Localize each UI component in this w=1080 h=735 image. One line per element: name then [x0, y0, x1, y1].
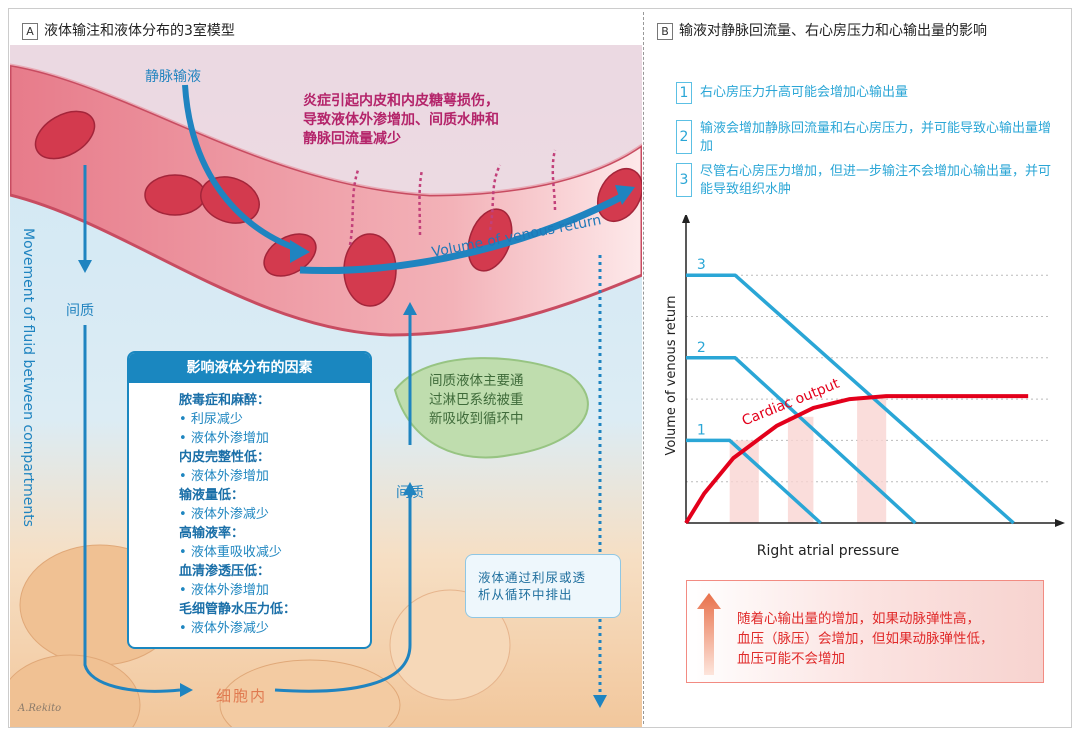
interstitium-label-right: 间质 [396, 485, 424, 501]
factors-title: 影响液体分布的因素 [129, 353, 370, 383]
factor-bullet: • 液体重吸收减少 [179, 545, 282, 560]
step-text: 尽管右心房压力增加，但进一步输注不会增加心输出量，并可能导致组织水肿 [700, 164, 1052, 197]
artist-signature: A.Rekito [18, 703, 62, 714]
factor-bullet-text: 液体外渗增加 [190, 431, 269, 446]
step-1: 1 右心房压力升高可能会增加心输出量 [676, 82, 1056, 104]
factor-bullet-text: 液体外渗减少 [190, 507, 269, 522]
factor-bullet: • 液体外渗增加 [179, 431, 269, 446]
factor-bullet-text: 液体外渗减少 [190, 621, 269, 636]
x-axis-arrow-icon [1055, 519, 1065, 527]
factor-heading: 脓毒症和麻醉： [179, 393, 271, 408]
venous-return-curve-2 [686, 356, 917, 525]
factor-bullet-text: 液体外渗增加 [190, 583, 269, 598]
step-text: 右心房压力升高可能会增加心输出量 [700, 85, 909, 100]
inflammation-text: 炎症引起内皮和内皮糖萼损伤， 导致液体外渗增加、间质水肿和 静脉回流量减少 [303, 92, 499, 149]
factor-bullet: • 液体外渗减少 [179, 621, 269, 636]
leakage-arrows [348, 149, 557, 246]
step-number: 3 [676, 163, 692, 197]
lymphatic-vessel [393, 357, 589, 459]
venous-return-curve-3 [686, 273, 1015, 525]
panel-b-title: B 输液对静脉回流量、右心房压力和心输出量的影响 [657, 20, 987, 40]
y-axis-arrow-icon [682, 215, 690, 223]
flow-arrows [83, 84, 627, 695]
excretion-line: 液体通过利尿或透 [478, 570, 587, 585]
factor-bullet: • 利尿减少 [179, 412, 243, 427]
panel-a-letter: A [22, 22, 38, 40]
inflammation-line: 炎症引起内皮和内皮糖萼损伤， [303, 93, 499, 109]
factor-bullet: • 液体外渗增加 [179, 469, 269, 484]
note-line: 随着心输出量的增加，如果动脉弹性高， [737, 611, 980, 627]
arrowheads [78, 185, 635, 708]
lymph-line: 间质液体主要通 [429, 373, 524, 389]
blood-pressure-note: 随着心输出量的增加，如果动脉弹性高， 血压（脉压）会增加，但如果动脉弹性低， 血… [686, 580, 1044, 683]
lymph-line: 新吸收到循环中 [429, 411, 524, 427]
factor-bullet-text: 液体重吸收减少 [190, 545, 282, 560]
curve-label-2: 2 [697, 340, 706, 356]
factor-bullet: • 液体外渗减少 [179, 507, 269, 522]
panel-divider [643, 12, 644, 724]
red-blood-cells [34, 110, 642, 307]
factor-heading: 高输液率： [179, 526, 245, 541]
intracellular-label: 细胞内 [216, 687, 268, 705]
intersection-shade [857, 396, 887, 523]
curve-label-1: 1 [697, 422, 706, 438]
cell [10, 654, 141, 727]
excretion-line: 析从循环中排出 [478, 587, 573, 602]
factor-heading: 内皮完整性低： [179, 450, 271, 465]
x-axis-label: Right atrial pressure [757, 543, 899, 559]
note-line: 血压可能不会增加 [737, 651, 845, 667]
lymph-text: 间质液体主要通 过淋巴系统被重 新吸收到循环中 [429, 372, 524, 429]
panel-b-title-text: 输液对静脉回流量、右心房压力和心输出量的影响 [679, 23, 987, 39]
note-line: 血压（脉压）会增加，但如果动脉弹性低， [737, 631, 994, 647]
lymph-line: 过淋巴系统被重 [429, 392, 524, 408]
venous-return-curve-1 [686, 438, 822, 525]
inflammation-line: 导致液体外渗增加、间质水肿和 [303, 112, 499, 128]
panel-b-letter: B [657, 22, 673, 40]
panel-a-title-text: 液体输注和液体分布的3室模型 [44, 23, 235, 39]
cell [219, 659, 401, 727]
iv-infusion-label: 静脉输液 [145, 69, 201, 85]
interstitium-label-left: 间质 [66, 303, 94, 319]
cardiac-output-curve [684, 394, 1029, 525]
factor-heading: 毛细管静水压力低： [179, 602, 297, 617]
inflamed-tissue [10, 45, 642, 195]
panel-a-title: A 液体输注和液体分布的3室模型 [22, 20, 235, 40]
factors-box: 影响液体分布的因素 脓毒症和麻醉： • 利尿减少 • 液体外渗增加 内皮完整性低… [127, 351, 372, 649]
step-number: 1 [676, 82, 692, 104]
factor-heading: 输液量低： [179, 488, 245, 503]
step-text: 输液会增加静脉回流量和右心房压力，并可能导致心输出量增加 [700, 121, 1052, 154]
factor-bullet-text: 液体外渗增加 [190, 469, 269, 484]
curve-label-3: 3 [697, 257, 706, 273]
factor-bullet-text: 利尿减少 [190, 412, 243, 427]
vertical-movement-label: Movement of fluid between compartments [20, 228, 36, 527]
figure-frame [8, 8, 1072, 728]
up-arrow-icon [697, 593, 721, 675]
excretion-box: 液体通过利尿或透 析从循环中排出 [465, 554, 621, 618]
factor-heading: 血清渗透压低： [179, 564, 271, 579]
step-number: 2 [676, 120, 692, 154]
y-axis-label: Volume of venous return [664, 296, 679, 456]
inflammation-line: 静脉回流量减少 [303, 131, 401, 147]
factor-bullet: • 液体外渗增加 [179, 583, 269, 598]
